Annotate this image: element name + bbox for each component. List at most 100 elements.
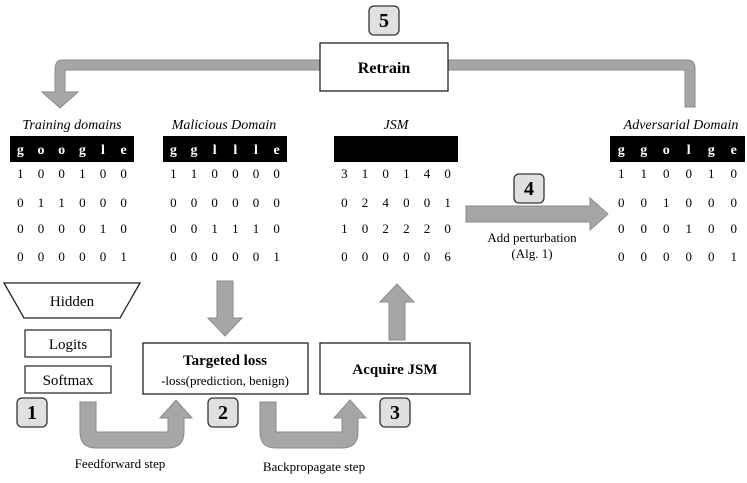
malicious-header-cell: e: [274, 143, 280, 158]
adversarial-matrix-cell: 0: [618, 249, 625, 264]
training-matrix-cell: 1: [17, 166, 24, 181]
jsm-matrix-cell: 0: [444, 166, 451, 181]
training-matrix-cell: 0: [38, 249, 45, 264]
adversarial-header-cell: g: [708, 143, 715, 158]
step-2-number: 2: [218, 402, 228, 424]
malicious-to-loss-arrow: [206, 280, 244, 337]
jsm-matrix-cell: 0: [382, 166, 389, 181]
adversarial-matrix-cell: 0: [731, 166, 738, 181]
training-matrix-cell: 0: [120, 195, 127, 210]
training-matrix-cell: 0: [100, 249, 107, 264]
jsm-matrix-cell: 0: [341, 249, 348, 264]
adversarial-matrix-cell: 1: [641, 166, 648, 181]
jsm-matrix-cell: 0: [424, 249, 431, 264]
training-header-bar: [10, 136, 134, 162]
adversarial-matrix-cell: 0: [708, 195, 715, 210]
malicious-matrix-cell: 1: [191, 166, 198, 181]
acquire-jsm-label: Acquire JSM: [352, 362, 437, 378]
adversarial-domain-title: Adversarial Domain: [623, 118, 739, 133]
step-3-badge: 3: [379, 397, 411, 428]
malicious-matrix-cell: 0: [253, 166, 260, 181]
training-matrix-cell: 1: [38, 195, 45, 210]
adversarial-matrix-cell: 0: [663, 221, 670, 236]
training-matrix-cell: 1: [79, 166, 86, 181]
adversarial-header-bar: [610, 136, 745, 162]
feedforward-arrow: [79, 399, 194, 449]
malicious-matrix-cell: 0: [191, 249, 198, 264]
malicious-matrix-cell: 0: [273, 166, 280, 181]
adversarial-matrix-cell: 1: [663, 195, 670, 210]
training-matrix-cell: 0: [79, 221, 86, 236]
adversarial-matrix-cell: 0: [731, 221, 738, 236]
step-1-badge: 1: [16, 397, 48, 428]
adversarial-matrix-cell: 0: [708, 249, 715, 264]
jsm-title: JSM: [384, 118, 410, 133]
jsm-matrix-cell: 4: [382, 195, 389, 210]
malicious-matrix-cell: 0: [273, 195, 280, 210]
malicious-matrix-cell: 0: [191, 195, 198, 210]
malicious-header-cell: l: [213, 143, 217, 158]
adversarial-header-cell: o: [663, 143, 670, 158]
training-matrix-cell: 0: [79, 195, 86, 210]
training-matrix-cell: 0: [100, 166, 107, 181]
feedforward-label: Feedforward step: [75, 456, 166, 471]
malicious-matrix-cell: 1: [253, 221, 260, 236]
training-header-cell: o: [38, 143, 45, 158]
training-matrix-cell: 0: [38, 166, 45, 181]
jsm-matrix-cell: 0: [424, 195, 431, 210]
malicious-matrix-cell: 0: [211, 166, 218, 181]
malicious-matrix-cell: 0: [232, 249, 239, 264]
malicious-matrix-cell: 0: [232, 195, 239, 210]
targeted-loss-title: Targeted loss: [183, 353, 267, 369]
malicious-header-bar: [163, 136, 287, 162]
training-header-cell: l: [101, 143, 105, 158]
logits-label: Logits: [49, 337, 87, 353]
malicious-header-cell: l: [233, 143, 237, 158]
adversarial-matrix-cell: 0: [686, 249, 693, 264]
training-matrix-cell: 0: [58, 166, 65, 181]
jsm-matrix-cell: 0: [362, 221, 369, 236]
training-matrix-cell: 1: [58, 195, 65, 210]
adversarial-matrix-cell: 0: [641, 195, 648, 210]
targeted-loss-box: Targeted loss -loss(prediction, benign): [142, 342, 309, 395]
add-perturbation-arrow: [465, 196, 609, 232]
malicious-matrix-cell: 1: [170, 166, 177, 181]
alg-reference-label: (Alg. 1): [511, 246, 552, 261]
adversarial-header-cell: l: [687, 143, 691, 158]
malicious-header-cell: l: [254, 143, 258, 158]
malicious-matrix-cell: 0: [170, 195, 177, 210]
training-matrix-cell: 1: [100, 221, 107, 236]
malicious-matrix-cell: 0: [191, 221, 198, 236]
jsm-matrix-cell: 0: [341, 195, 348, 210]
training-matrix-cell: 0: [58, 221, 65, 236]
step-2-badge: 2: [207, 397, 239, 428]
jsm-matrix-cell: 0: [403, 195, 410, 210]
adversarial-header-cell: g: [618, 143, 625, 158]
adversarial-header-cell: e: [731, 143, 737, 158]
jsm-matrix-cell: 1: [444, 195, 451, 210]
jsm-matrix-cell: 2: [362, 195, 369, 210]
retrain-box: Retrain: [319, 42, 449, 92]
adversarial-matrix-cell: 0: [618, 195, 625, 210]
training-header-cell: o: [58, 143, 65, 158]
malicious-matrix-cell: 0: [170, 249, 177, 264]
training-matrix-cell: 0: [79, 249, 86, 264]
jsm-matrix-cell: 6: [444, 249, 451, 264]
step-3-number: 3: [390, 402, 400, 424]
malicious-matrix-cell: 1: [273, 249, 280, 264]
malicious-header-cell: g: [170, 143, 177, 158]
backpropagate-label: Backpropagate step: [263, 459, 365, 474]
logits-box: Logits: [24, 329, 112, 358]
acquire-to-jsm-arrow: [378, 283, 416, 341]
adversarial-matrix-cell: 0: [708, 221, 715, 236]
malicious-header-cell: g: [191, 143, 198, 158]
malicious-matrix-cell: 0: [232, 166, 239, 181]
add-perturbation-label: Add perturbation: [487, 230, 577, 245]
malicious-matrix-cell: 0: [253, 195, 260, 210]
retrain-label: Retrain: [358, 60, 411, 77]
softmax-box: Softmax: [24, 365, 112, 394]
training-header-cell: e: [121, 143, 127, 158]
